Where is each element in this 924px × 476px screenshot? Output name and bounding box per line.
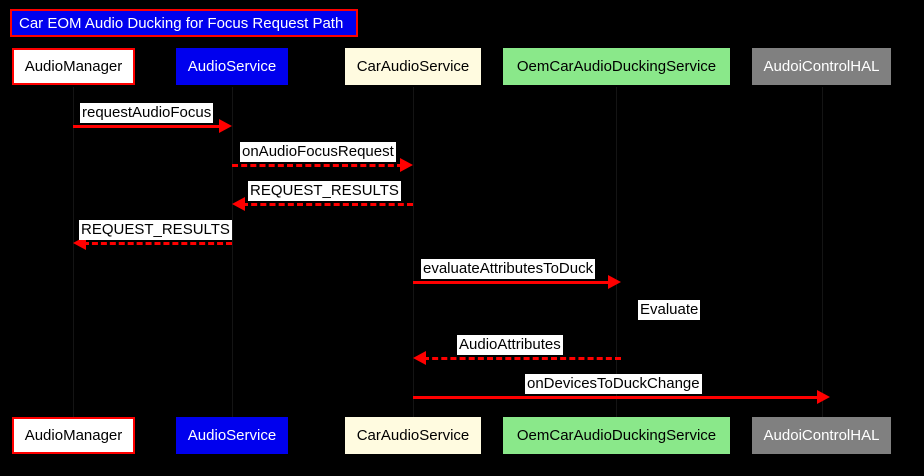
message-line — [73, 125, 222, 128]
lifeline-caraudioservice — [413, 87, 414, 417]
message-label: requestAudioFocus — [80, 103, 214, 123]
message-label: onDevicesToDuckChange — [525, 374, 702, 394]
diagram-title-box: Car EOM Audio Ducking for Focus Request … — [10, 9, 358, 37]
lifeline-oemcaraudioduckingservice — [616, 87, 617, 417]
participant-label: OemCarAudioDuckingService — [516, 58, 717, 75]
message-line — [83, 242, 232, 245]
arrowhead-right-icon — [400, 158, 413, 172]
participant-label: CarAudioService — [356, 58, 470, 75]
diagram-title: Car EOM Audio Ducking for Focus Request … — [19, 14, 344, 32]
participant-top-audiomanager[interactable]: AudioManager — [12, 48, 135, 85]
participant-label: AudoiControlHAL — [763, 427, 880, 444]
participant-top-audoicontrolhal[interactable]: AudoiControlHAL — [752, 48, 891, 85]
participant-label: OemCarAudioDuckingService — [516, 427, 717, 444]
message-line — [413, 396, 820, 399]
arrowhead-right-icon — [608, 275, 621, 289]
message-label: AudioAttributes — [457, 335, 563, 355]
message-line — [242, 203, 413, 206]
message-label: evaluateAttributesToDuck — [421, 259, 596, 279]
arrowhead-right-icon — [817, 390, 830, 404]
arrowhead-left-icon — [413, 351, 426, 365]
message-label: REQUEST_RESULTS — [79, 220, 232, 240]
participant-bottom-oemcaraudioduckingservice[interactable]: OemCarAudioDuckingService — [503, 417, 730, 454]
participant-bottom-audioservice[interactable]: AudioService — [176, 417, 288, 454]
participant-top-audioservice[interactable]: AudioService — [176, 48, 288, 85]
participant-label: AudioService — [187, 58, 277, 75]
lifeline-audioservice — [232, 87, 233, 417]
note-label-evaluate: Evaluate — [638, 300, 701, 320]
participant-label: AudioManager — [24, 58, 123, 75]
message-line — [232, 164, 403, 167]
lifeline-audoicontrolhal — [822, 87, 823, 417]
participant-label: AudioManager — [24, 427, 123, 444]
arrowhead-right-icon — [219, 119, 232, 133]
participant-label: CarAudioService — [356, 427, 470, 444]
participant-top-caraudioservice[interactable]: CarAudioService — [345, 48, 481, 85]
message-label: onAudioFocusRequest — [240, 142, 396, 162]
participant-bottom-audoicontrolhal[interactable]: AudoiControlHAL — [752, 417, 891, 454]
participant-bottom-audiomanager[interactable]: AudioManager — [12, 417, 135, 454]
lifeline-audiomanager — [73, 87, 74, 417]
message-line — [413, 281, 611, 284]
participant-bottom-caraudioservice[interactable]: CarAudioService — [345, 417, 481, 454]
message-line — [423, 357, 621, 360]
participant-label: AudioService — [187, 427, 277, 444]
participant-top-oemcaraudioduckingservice[interactable]: OemCarAudioDuckingService — [503, 48, 730, 85]
participant-label: AudoiControlHAL — [763, 58, 880, 75]
arrowhead-left-icon — [232, 197, 245, 211]
message-label: REQUEST_RESULTS — [248, 181, 401, 201]
